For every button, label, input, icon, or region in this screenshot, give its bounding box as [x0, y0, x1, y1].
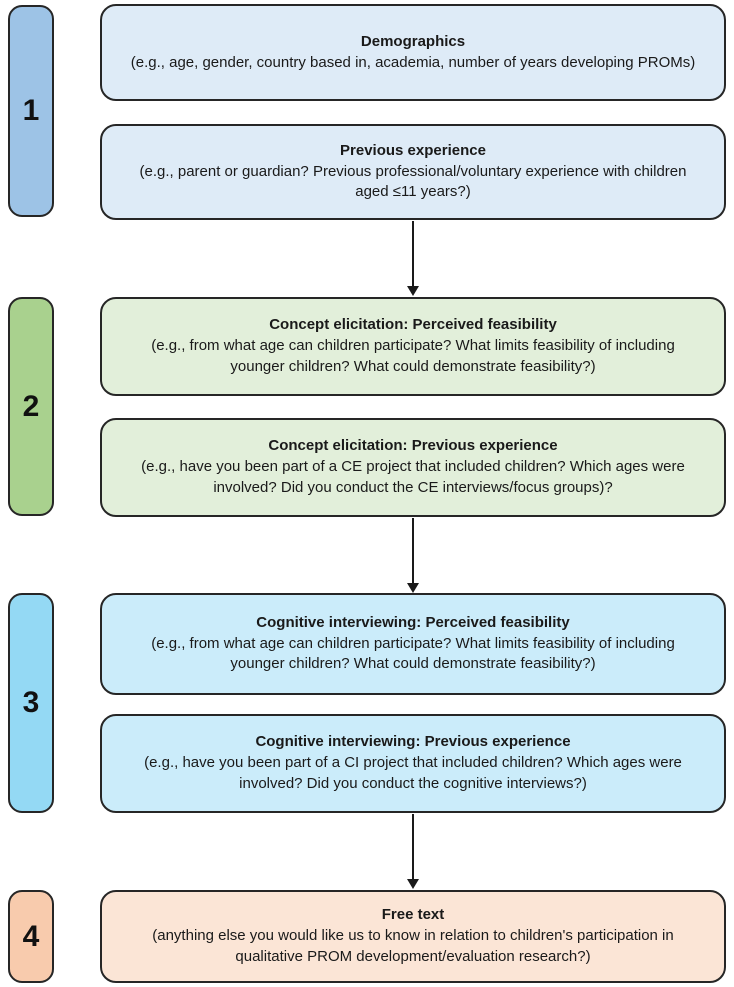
cognitive-interviewing-feasibility-body: (e.g., from what age can children partic… [151, 634, 675, 673]
free-text-title: Free text [381, 906, 445, 924]
cognitive-interviewing-experience-title: Cognitive interviewing: Previous experie… [255, 733, 571, 751]
concept-elicitation-feasibility-box: Concept elicitation: Perceived feasibili… [100, 297, 726, 396]
free-text-body: (anything else you would like us to know… [152, 927, 674, 965]
concept-elicitation-feasibility-title: Concept elicitation: Perceived feasibili… [269, 316, 557, 334]
stage-2-badge: 2 [8, 297, 54, 516]
stage-1-number: 1 [22, 94, 40, 127]
connector-arrow-1-line [412, 221, 414, 287]
stage-2-number: 2 [22, 389, 40, 423]
concept-elicitation-experience-title: Concept elicitation: Previous experience [268, 437, 558, 455]
stage-4-number: 4 [22, 919, 40, 953]
cognitive-interviewing-experience-body: (e.g., have you been part of a CI projec… [144, 754, 682, 792]
connector-arrow-1-head [407, 286, 419, 296]
cognitive-interviewing-experience-box: Cognitive interviewing: Previous experie… [100, 714, 726, 813]
concept-elicitation-feasibility-body: (e.g., from what age can children partic… [151, 337, 675, 375]
previous-experience-box: Previous experience (e.g., parent or gua… [100, 124, 726, 220]
stage-3-number: 3 [22, 686, 40, 719]
free-text-box: Free text (anything else you would like … [100, 890, 726, 983]
stage-3-badge: 3 [8, 593, 54, 813]
connector-arrow-3-head [407, 879, 419, 889]
stage-4-badge: 4 [8, 890, 54, 983]
demographics-title: Demographics [360, 32, 466, 50]
cognitive-interviewing-feasibility-title: Cognitive interviewing: Perceived feasib… [256, 613, 570, 631]
stage-1-badge: 1 [8, 5, 54, 217]
concept-elicitation-experience-box: Concept elicitation: Previous experience… [100, 418, 726, 517]
concept-elicitation-experience-body: (e.g., have you been part of a CE projec… [141, 458, 685, 496]
demographics-body: (e.g., age, gender, country based in, ac… [130, 53, 696, 71]
previous-experience-title: Previous experience [340, 141, 486, 159]
connector-arrow-2-head [407, 583, 419, 593]
cognitive-interviewing-feasibility-box: Cognitive interviewing: Perceived feasib… [100, 593, 726, 695]
connector-arrow-2-line [412, 518, 414, 584]
previous-experience-body: (e.g., parent or guardian? Previous prof… [139, 162, 687, 201]
connector-arrow-3-line [412, 814, 414, 880]
demographics-box: Demographics (e.g., age, gender, country… [100, 4, 726, 101]
